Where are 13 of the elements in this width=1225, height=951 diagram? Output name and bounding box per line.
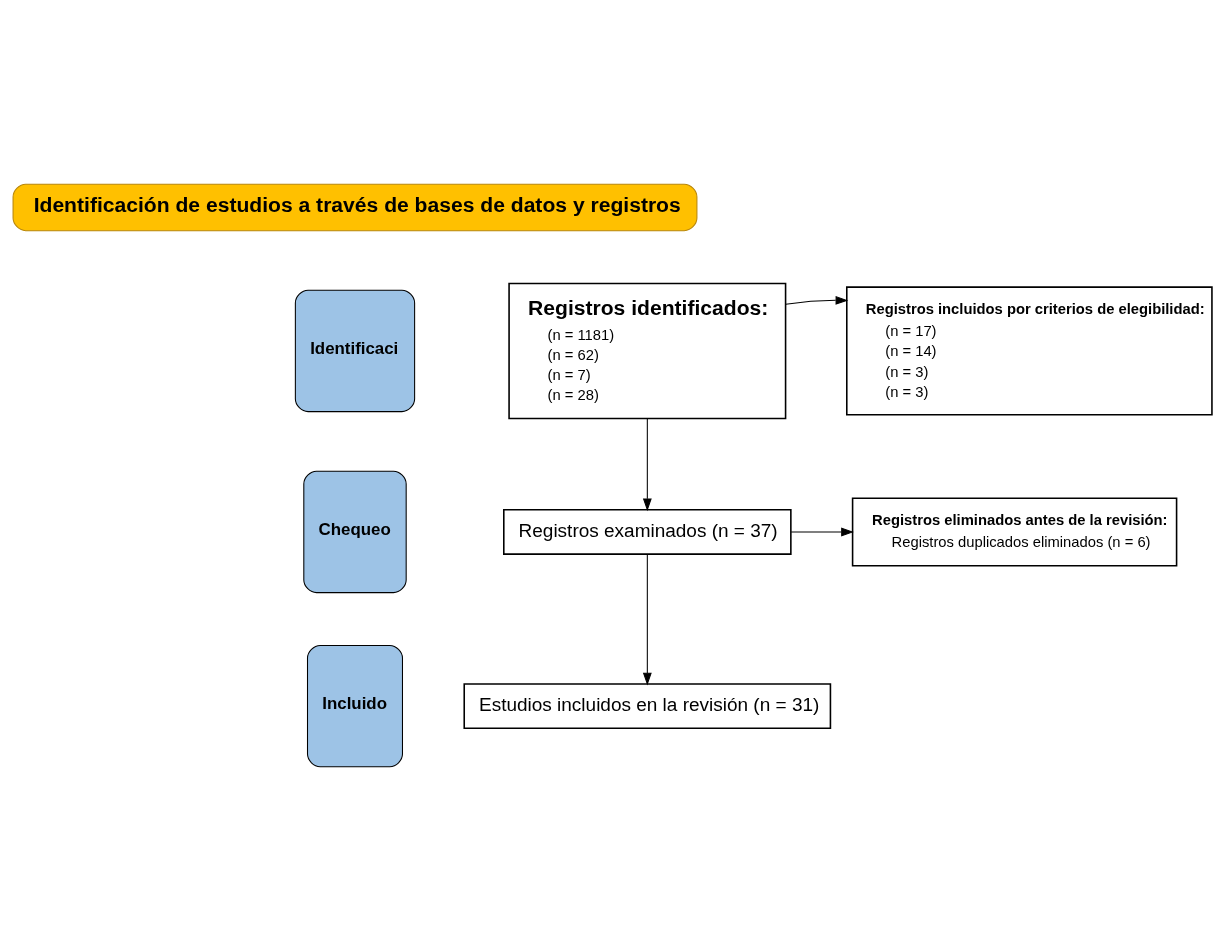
node-box: Identificaci [294, 289, 416, 413]
node-box: Identificación de estudios a través de bases de datos y registros [12, 183, 698, 232]
arrow [642, 418, 652, 512]
node-box: Incluido [306, 644, 403, 768]
node-box: Registros incluidos por criterios de elegibilidad: (n = 17) (n = 14) (n = 3) (n = 3) [846, 286, 1213, 416]
node-box: Registros eliminados antes de la revisión: Registros duplicados eliminados (n = 6) [851, 497, 1178, 567]
arrow [642, 553, 652, 686]
node-box: Registros identificados: (n = 1181) (n = 62) (n = 7) (n = 28) [508, 282, 787, 420]
arrow [790, 527, 854, 537]
node-box: Estudios incluidos en la revisión (n = 31) [463, 683, 832, 730]
arrow [785, 295, 849, 305]
node-box: Chequeo [303, 470, 407, 594]
node-box: Registros examinados (n = 37) [503, 509, 792, 555]
